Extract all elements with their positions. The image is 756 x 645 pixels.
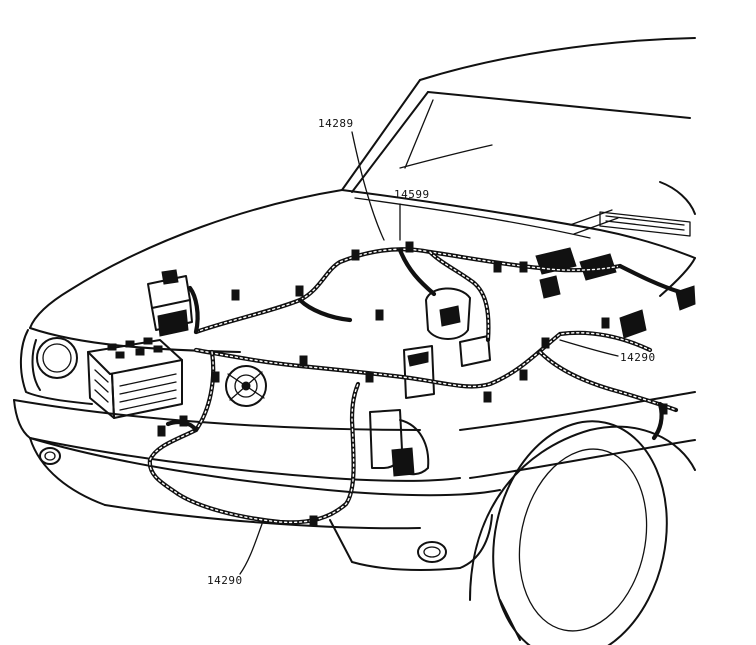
car-body-outline bbox=[13, 37, 696, 571]
voltage-regulator bbox=[147, 269, 193, 337]
harness-connectors bbox=[157, 241, 668, 527]
battery bbox=[87, 337, 183, 419]
horn bbox=[369, 409, 430, 477]
callout-label-harness-upper: 14289 bbox=[318, 117, 354, 130]
wiring-harness bbox=[147, 247, 683, 525]
firewall-components bbox=[535, 209, 696, 339]
callout-harness-lower: 14290 bbox=[207, 523, 263, 587]
callout-label-harness-right: 14290 bbox=[620, 351, 656, 364]
callout-label-dash-part: 14599 bbox=[394, 188, 430, 201]
callout-label-harness-lower: 14290 bbox=[207, 574, 243, 587]
alternator bbox=[225, 365, 267, 407]
callout-dash-part: 14599 bbox=[394, 188, 430, 241]
callout-harness-right: 14290 bbox=[559, 339, 656, 364]
callout-harness-upper: 14289 bbox=[318, 117, 385, 241]
front-wheel bbox=[469, 420, 696, 645]
distributor bbox=[403, 287, 491, 399]
